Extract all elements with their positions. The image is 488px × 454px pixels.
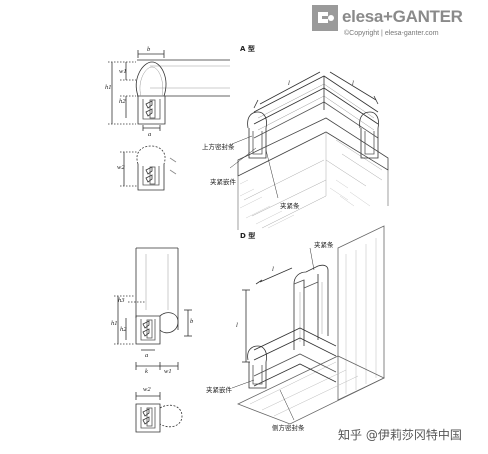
dim-k-d: k	[145, 368, 148, 375]
dim-l-a-left: l	[288, 80, 290, 87]
d-type-cross-section	[114, 247, 192, 370]
dim-w1-a: w1	[119, 68, 127, 75]
dim-w2-d: w2	[143, 386, 151, 393]
d-type-isometric-corner	[231, 225, 385, 425]
elesa-logo-mark	[312, 5, 338, 31]
dim-h1-d: h1	[111, 320, 118, 327]
dim-b-a: b	[147, 46, 151, 53]
dim-w2-a: w2	[117, 164, 125, 171]
copyright-text: ©Copyright | elesa-ganter.com	[344, 30, 439, 37]
callout-clamp-insert-d: 夹紧嵌件	[206, 386, 232, 394]
a-type-isometric-corner	[229, 71, 389, 230]
dim-l-a-right: l	[352, 80, 354, 87]
section-title-d: D 型	[240, 232, 256, 240]
dim-l-d-top: l	[272, 266, 274, 273]
dim-h3-d: h3	[118, 297, 125, 304]
dim-a-a: a	[148, 131, 152, 138]
d-type-profile-detail	[135, 392, 183, 433]
callout-side-seal: 侧方密封条	[272, 424, 305, 432]
dim-h2-d: h2	[120, 326, 127, 333]
a-type-wall-hatch	[239, 179, 371, 229]
callout-top-seal: 上方密封条	[202, 143, 235, 151]
dim-l-d-side: l	[236, 322, 238, 329]
dim-a-d: a	[145, 352, 149, 359]
callout-clamp-strip-a: 夹紧条	[280, 202, 300, 210]
dim-h1-a: h1	[105, 84, 112, 91]
dim-b-d: b	[190, 318, 194, 325]
dim-h2-a: h2	[119, 98, 126, 105]
callout-clamp-strip-d: 夹紧条	[314, 241, 334, 249]
section-title-a: A 型	[240, 45, 255, 53]
watermark-text: 知乎 @伊莉莎冈特中国	[338, 428, 462, 442]
callout-clamp-insert-a: 夹紧嵌件	[210, 178, 236, 186]
brand-logo: elesa+GANTER	[342, 7, 463, 26]
a-type-cross-section	[108, 50, 230, 131]
dim-w1-d: w1	[164, 368, 172, 375]
a-type-profile-detail	[120, 145, 177, 191]
